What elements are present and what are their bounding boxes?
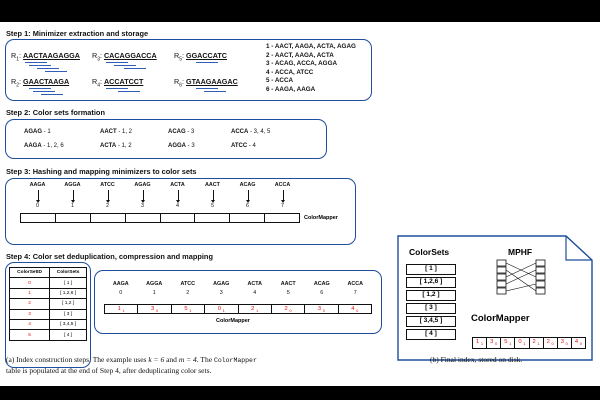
hash-index: 7 [353, 290, 357, 296]
final-colorset: [ 1,2,6 ] [406, 277, 456, 288]
colormapper-empty [20, 213, 300, 223]
colorset-entry: ACTA - 1, 2 [100, 143, 132, 149]
hash-index: 0 [36, 203, 39, 209]
hash-index: 1 [152, 290, 156, 296]
minimizer-label: AGAG [134, 182, 151, 188]
step3-box [5, 178, 356, 245]
hash-index: 4 [253, 290, 257, 296]
colorset-entry: ACCA - 3, 4, 5 [231, 129, 271, 135]
colorset-entry: AGGA - 3 [168, 143, 195, 149]
minimizer-label: ATCC [180, 281, 196, 287]
step1-title: Step 1: Minimizer extraction and storage [6, 29, 149, 38]
hash-index: 3 [141, 203, 144, 209]
minimizer-label: ACTA [247, 281, 263, 287]
read-r2: R2: GAACTAAGA [11, 77, 70, 89]
figure-canvas: Step 1: Minimizer extraction and storage… [0, 22, 600, 386]
step2-title: Step 2: Color sets formation [6, 108, 105, 117]
hash-index: 1 [71, 203, 74, 209]
down-arrow-icon [210, 190, 215, 203]
colormapper-label-2: ColorMapper [216, 318, 250, 324]
colormapper-label: ColorMapper [304, 215, 338, 221]
read-r6: R6: GTAAGAAGAC [174, 77, 238, 89]
minimizer-label: ACCA [274, 182, 291, 188]
final-mapper-title: ColorMapper [471, 313, 530, 324]
minimizer-lists: 1 - AACT, AAGA, ACTA, AGAG 2 - AACT, AAG… [266, 43, 356, 93]
colormapper-filled: 1 1 3 0 5 1 0 1 2 1 2 0 3 0 4 0 [104, 304, 372, 314]
hash-index: 2 [106, 203, 109, 209]
final-colorset: [ 3,4,5 ] [406, 316, 456, 327]
final-colorset: [ 3 ] [406, 303, 456, 314]
down-arrow-icon [105, 190, 110, 203]
minimizer-label: AACT [280, 281, 296, 287]
minimizer-label: AACT [205, 182, 220, 188]
minimizer-label: AGGA [146, 281, 163, 287]
hash-index: 6 [246, 203, 249, 209]
hash-index: 5 [286, 290, 290, 296]
hash-index: 2 [186, 290, 190, 296]
colorset-entry: AGAG - 1 [24, 129, 51, 135]
mphf-label: MPHF [508, 247, 533, 257]
down-arrow-icon [280, 190, 285, 203]
down-arrow-icon [70, 190, 75, 203]
step2-box [5, 119, 327, 159]
step4-mapper-box [94, 270, 382, 334]
read-r3: R3: CACAGGACCA [92, 51, 157, 63]
hash-index: 0 [119, 290, 123, 296]
caption-a: (a) Index construction steps. The exampl… [6, 355, 257, 375]
colorset-entry: AAGA - 1, 2, 6 [24, 143, 64, 149]
read-r4: R4: ACCATCCT [92, 77, 144, 89]
minimizer-label: ACCA [347, 281, 364, 287]
step4-table-box [5, 262, 91, 368]
down-arrow-icon [140, 190, 145, 203]
minimizer-label: AAGA [29, 182, 46, 188]
colorset-entry: ACAG - 3 [168, 129, 195, 135]
read-r1: R1: AACTAAGAGGA [11, 51, 80, 63]
final-colorset: [ 1,2 ] [406, 290, 456, 301]
minimizer-label: ACAG [313, 281, 330, 287]
final-colorset: [ 1 ] [406, 264, 456, 275]
mphf-icon [496, 259, 546, 295]
minimizer-label: AGGA [64, 182, 81, 188]
hash-index: 3 [219, 290, 223, 296]
final-index-file [397, 235, 593, 361]
step3-title: Step 3: Hashing and mapping minimizers t… [6, 167, 197, 176]
hash-index: 7 [281, 203, 284, 209]
down-arrow-icon [35, 190, 40, 203]
read-r5: R5: GGACCATC [174, 51, 227, 63]
hash-index: 6 [320, 290, 324, 296]
minimizer-label: AAGA [112, 281, 129, 287]
caption-b: (b) Final index, stored on disk. [430, 355, 523, 364]
hash-index: 5 [211, 203, 214, 209]
colorset-entry: AACT - 1, 2 [100, 129, 133, 135]
minimizer-label: ACTA [170, 182, 185, 188]
final-colorsets-title: ColorSets [409, 247, 450, 257]
minimizer-label: ATCC [100, 182, 115, 188]
colorset-entry: ATCC - 4 [231, 143, 256, 149]
step1-box [5, 39, 372, 101]
final-colormapper: 1 1 3 0 5 1 0 1 2 1 2 0 3 0 4 0 [472, 337, 586, 349]
hash-index: 4 [176, 203, 179, 209]
minimizer-label: ACAG [239, 182, 256, 188]
step4-title: Step 4: Color set deduplication, compres… [6, 252, 213, 261]
down-arrow-icon [175, 190, 180, 203]
final-colorset: [ 4 ] [406, 329, 456, 340]
minimizer-label: AGAG [213, 281, 230, 287]
down-arrow-icon [245, 190, 250, 203]
